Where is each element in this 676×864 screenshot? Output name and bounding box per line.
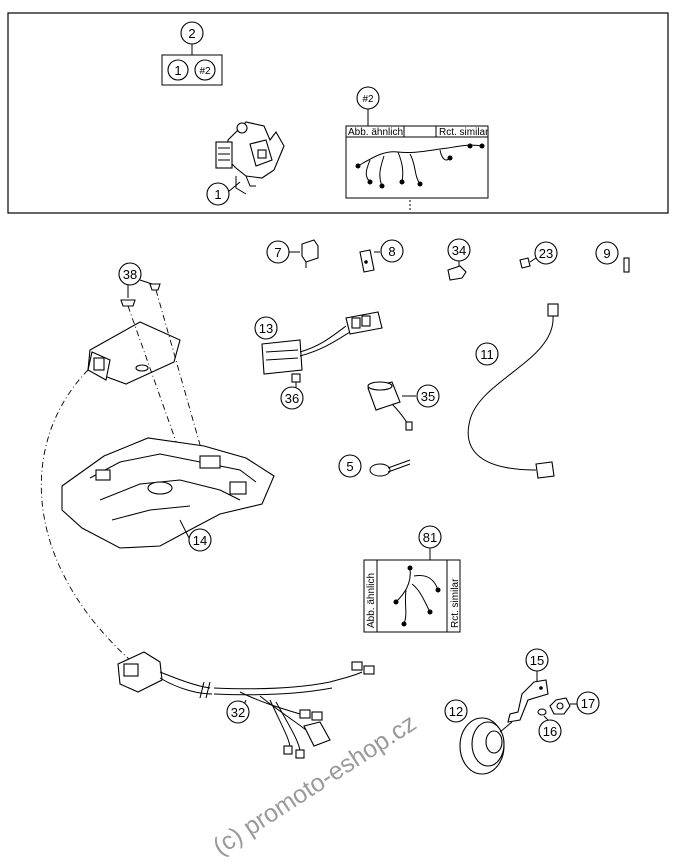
part-7-relay	[301, 239, 319, 268]
part-9-fuse	[623, 257, 630, 273]
part-control-unit	[87, 321, 181, 385]
part-14-tray	[61, 437, 275, 549]
callout-23[interactable]: 23	[534, 241, 558, 265]
callout-11-label: 11	[480, 347, 494, 362]
callout-81[interactable]: 81	[418, 525, 442, 549]
similar-box-81-right-label: Rct. similar	[450, 578, 461, 628]
callout-38-label: 38	[123, 267, 137, 282]
callout-34-label: 34	[452, 243, 466, 258]
part-23-connector	[519, 257, 531, 269]
wiring-81-thumbnail	[393, 565, 441, 627]
part-16-washer	[537, 708, 547, 716]
callout-h2-label: #2	[362, 94, 374, 105]
callout-81-label: 81	[423, 530, 437, 545]
callout-2[interactable]: 2	[180, 21, 204, 45]
callout-1[interactable]: 1	[206, 182, 230, 206]
callout-23-label: 23	[539, 246, 553, 261]
callout-8-label: 8	[388, 244, 395, 259]
callout-11[interactable]: 11	[475, 342, 499, 366]
part-13-regulator	[261, 311, 383, 375]
callout-7[interactable]: 7	[266, 240, 290, 264]
callout-h2[interactable]: #2	[356, 86, 380, 110]
callout-38[interactable]: 38	[118, 262, 142, 286]
callout-16[interactable]: 16	[538, 719, 562, 743]
callout-5-label: 5	[346, 459, 353, 474]
similar-box-81	[363, 559, 461, 633]
part-5-cable-tie	[369, 459, 411, 477]
part-11-cable	[467, 303, 559, 479]
callout-32[interactable]: 32	[226, 700, 250, 724]
callout-36[interactable]: 36	[280, 386, 304, 410]
group-box-item-h2[interactable]: #2	[194, 59, 216, 81]
callout-9-label: 9	[603, 246, 610, 261]
similar-box-81-left-label: Abb. ähnlich	[366, 573, 377, 628]
part-1-handlebar-switch	[215, 121, 285, 195]
similar-box-h2-left-label: Abb. ähnlich	[348, 127, 403, 138]
callout-13[interactable]: 13	[254, 316, 278, 340]
callout-17[interactable]: 17	[576, 691, 600, 715]
part-8-bracket	[359, 249, 375, 273]
callout-2-label: 2	[188, 26, 195, 41]
part-35-capacitor	[367, 381, 413, 431]
callout-36-label: 36	[285, 391, 299, 406]
group-box-item-1-label: 1	[174, 63, 181, 78]
callout-8[interactable]: 8	[380, 239, 404, 263]
part-38-grommets	[120, 283, 161, 307]
callout-1-label: 1	[214, 187, 221, 202]
similar-box-h2-right-label: Rct. similar	[439, 127, 489, 138]
callout-14-label: 14	[193, 533, 207, 548]
part-15-horn-bracket	[507, 679, 549, 723]
callout-14[interactable]: 14	[188, 528, 212, 552]
callout-34[interactable]: 34	[447, 238, 471, 262]
callout-12[interactable]: 12	[444, 699, 468, 723]
callout-35[interactable]: 35	[416, 384, 440, 408]
callout-15-label: 15	[530, 653, 544, 668]
top-frame	[7, 12, 669, 214]
part-32-main-harness	[117, 651, 375, 759]
callout-9[interactable]: 9	[595, 241, 619, 265]
callout-7-label: 7	[274, 245, 281, 260]
wiring-harness-h2-thumbnail	[355, 143, 485, 189]
callout-16-label: 16	[543, 724, 557, 739]
part-12-horn	[459, 717, 513, 775]
callout-15[interactable]: 15	[525, 648, 549, 672]
callout-32-label: 32	[231, 705, 245, 720]
group-box-item-1[interactable]: 1	[167, 59, 189, 81]
part-17-nut	[549, 697, 571, 715]
callout-12-label: 12	[449, 704, 463, 719]
part-34-clip	[447, 265, 467, 281]
callout-35-label: 35	[421, 389, 435, 404]
callout-17-label: 17	[581, 696, 595, 711]
callout-13-label: 13	[259, 321, 273, 336]
callout-5[interactable]: 5	[338, 454, 362, 478]
group-box-item-h2-label: #2	[199, 66, 211, 77]
